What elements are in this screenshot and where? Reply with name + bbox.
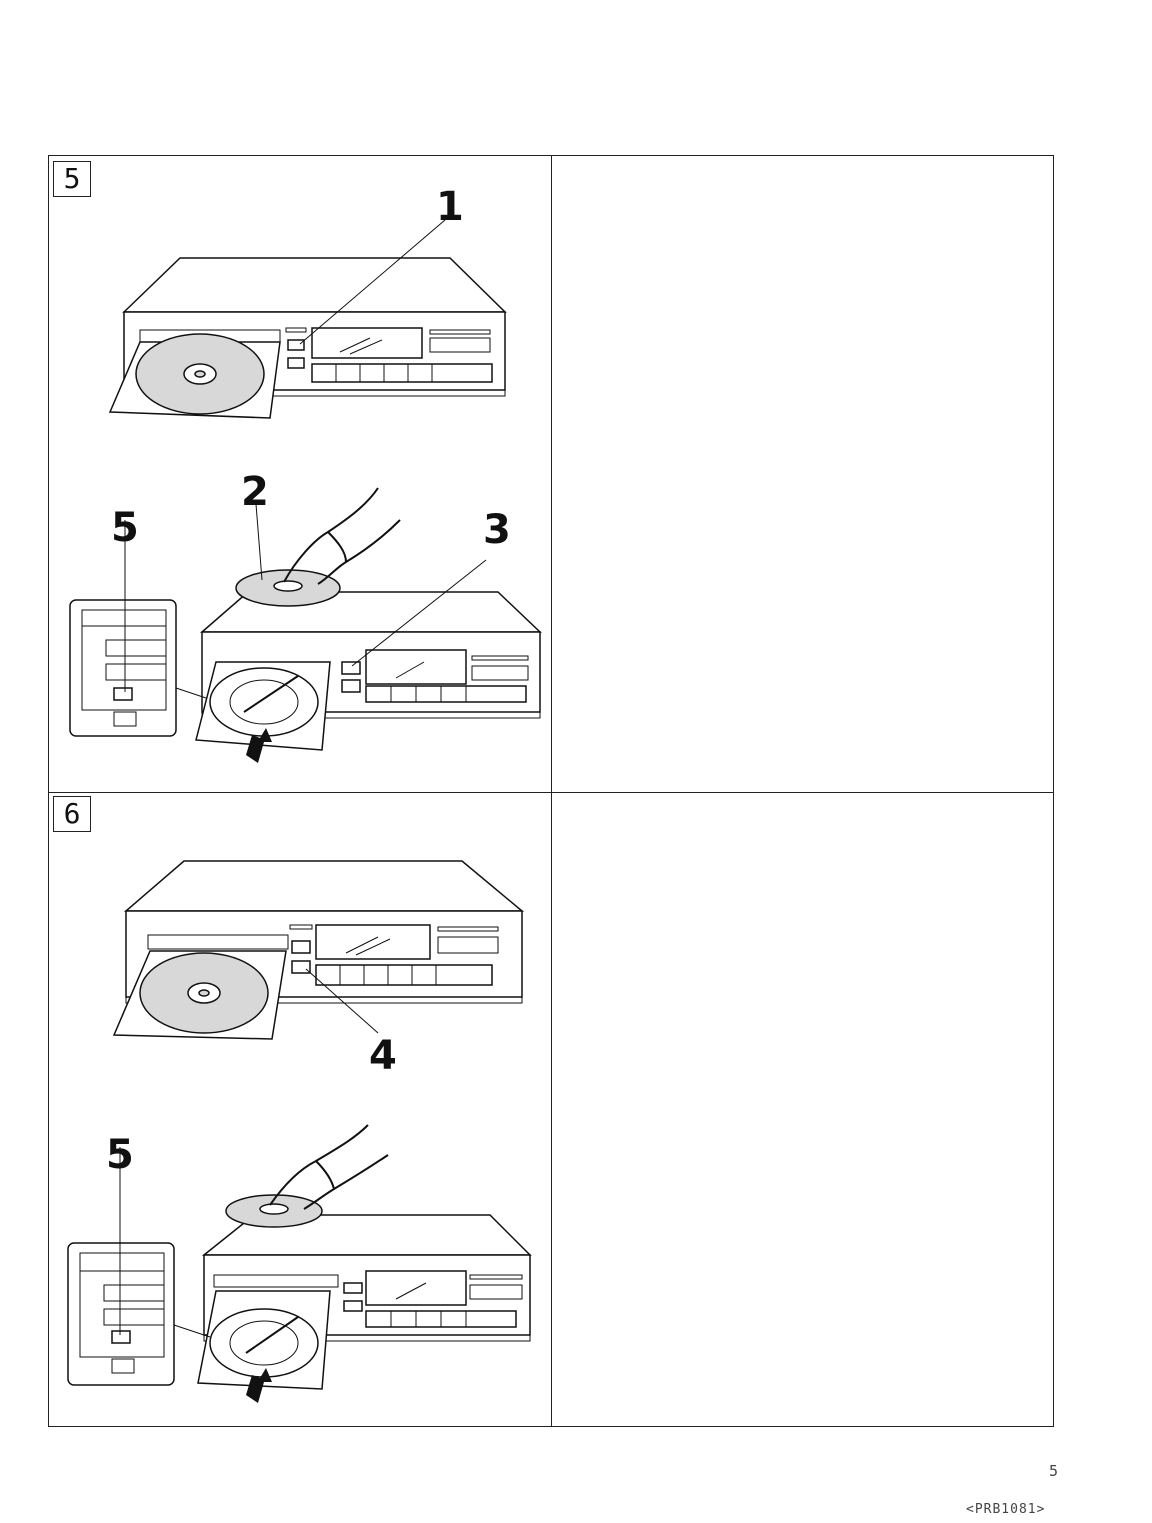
- callout-5: 5: [106, 1135, 134, 1175]
- step-number: 6: [64, 800, 81, 828]
- callout-2: 2: [241, 472, 269, 512]
- step-number-box: 5: [53, 161, 91, 197]
- cd-player-open-tray-illustration: [100, 250, 520, 430]
- callout-1: 1: [436, 187, 464, 227]
- callout-4: 4: [369, 1036, 397, 1076]
- step-number: 5: [64, 165, 81, 193]
- callout-3: 3: [483, 510, 511, 550]
- callout-5: 5: [111, 508, 139, 548]
- cd-player-eject-illustration: [110, 855, 540, 1045]
- column-divider: [551, 156, 552, 1426]
- document-id: <PRB1081>: [966, 1502, 1045, 1517]
- page-number: 5: [1049, 1462, 1058, 1480]
- cd-reloading-illustration: [64, 1125, 534, 1415]
- step-number-box: 6: [53, 796, 91, 832]
